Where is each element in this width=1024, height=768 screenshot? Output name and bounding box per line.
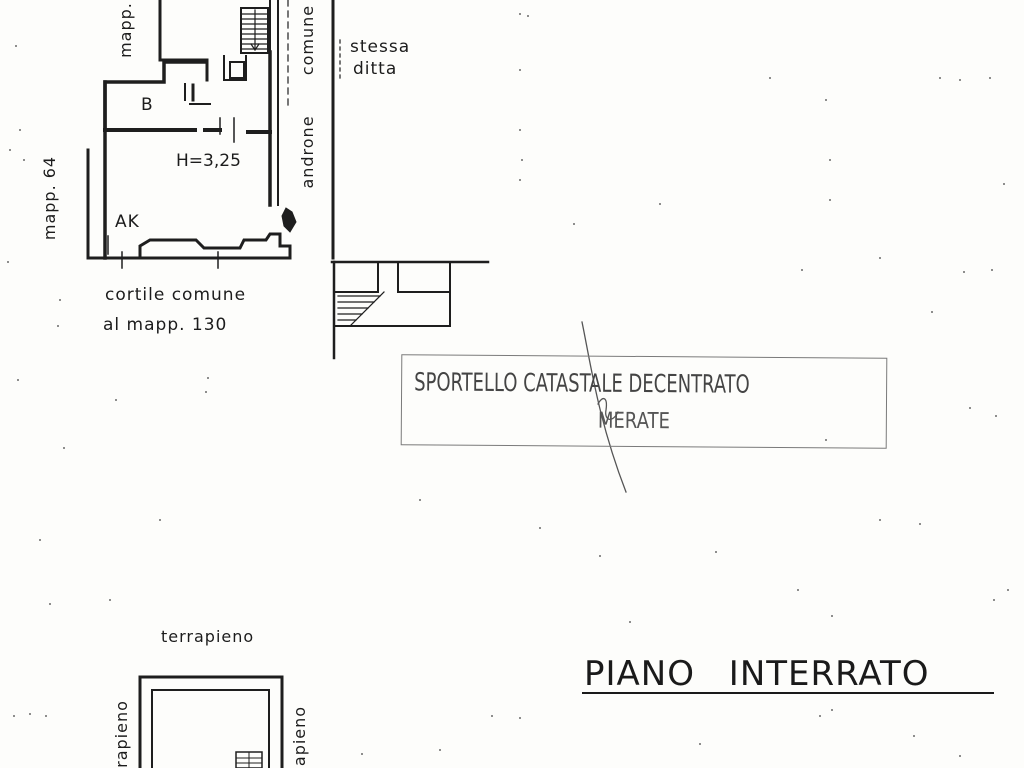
label-terrapieno-right: apieno [290,705,309,767]
lower-plan-inner [151,689,270,768]
lower-plan-outer [138,675,284,768]
label-mapp-130: al mapp. 130 [103,315,228,335]
small-shaft [229,61,245,79]
title-underline [582,692,994,694]
plan-title: PIANO INTERRATO [584,654,930,694]
label-ditta: ditta [353,59,398,79]
stair-arrow [250,9,260,52]
label-comune: comune [298,4,317,76]
label-terrapieno-left: rapieno [112,700,131,768]
shaft-wall [223,55,247,81]
lower-stairs [337,291,385,327]
label-mapp-top: mapp. [116,2,135,58]
label-terrapieno-top: terrapieno [161,627,255,646]
label-height: H=3,25 [176,151,241,171]
room-bottom-wall [86,232,292,260]
label-stessa: stessa [350,37,411,57]
label-ak: AK [115,212,140,232]
cadastral-stamp: SPORTELLO CATASTALE DECENTRATO MERATE [400,354,888,449]
room-outline [103,60,206,260]
label-room-b: B [141,95,154,115]
stamp-slash [581,321,627,493]
stamp-city: MERATE [597,408,671,435]
label-androne: androne [298,115,317,189]
wall-blob [281,207,297,233]
stamp-office: SPORTELLO CATASTALE DECENTRATO [414,367,750,399]
label-cortile: cortile comune [105,285,247,305]
stamp-scribble [597,398,619,420]
lower-room [335,261,451,327]
label-mapp-64: mapp. 64 [40,155,59,241]
inner-wall-top [158,0,209,82]
scan-noise [7,13,1009,757]
stairs [240,7,269,54]
